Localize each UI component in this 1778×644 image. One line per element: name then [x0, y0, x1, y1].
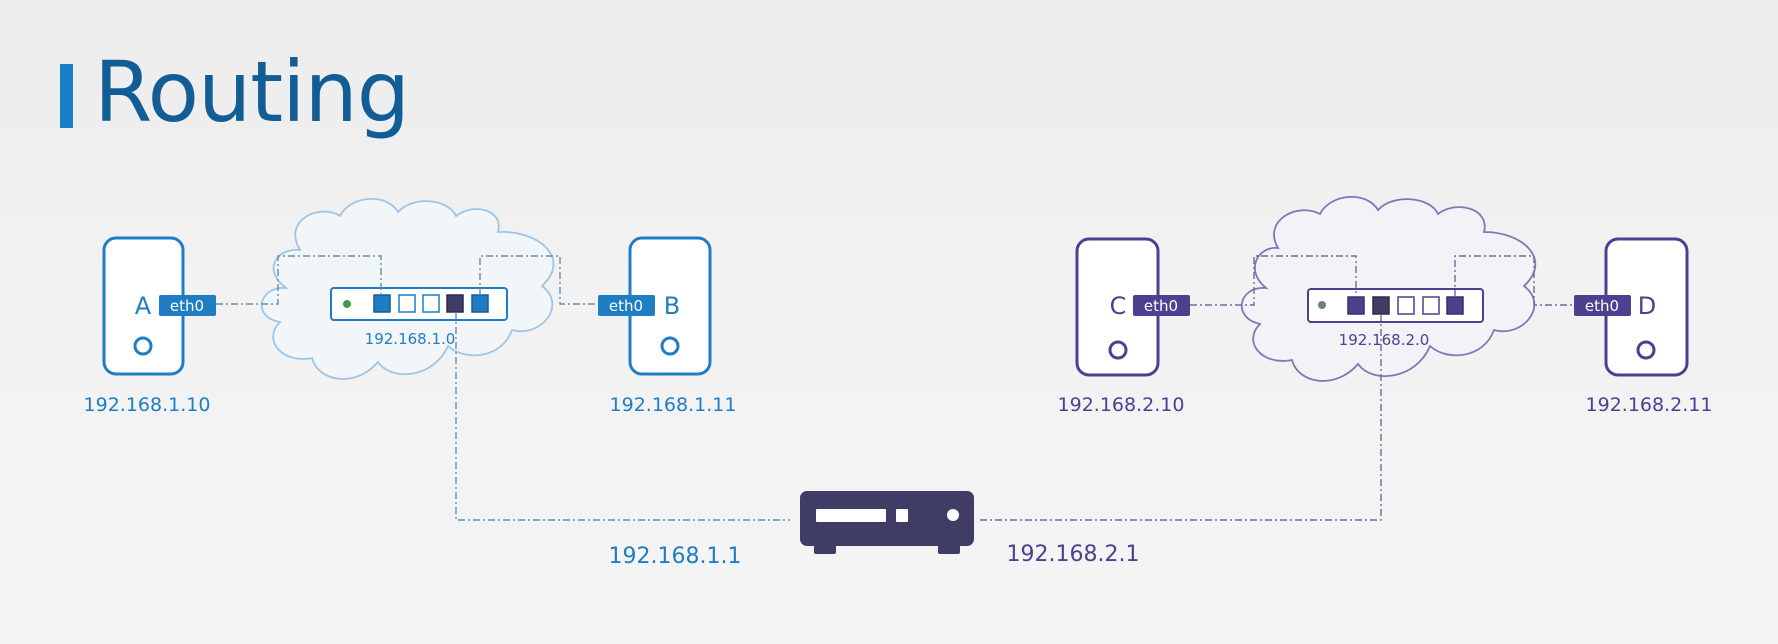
host-c[interactable]: C eth0 192.168.2.10 — [1058, 237, 1190, 416]
host-b[interactable]: B eth0 192.168.1.11 — [598, 236, 737, 416]
host-a-ip: 192.168.1.10 — [84, 394, 211, 416]
power-button-icon — [1108, 340, 1128, 360]
router-ip-network-1: 192.168.1.1 — [609, 544, 742, 569]
host-c-ip: 192.168.2.10 — [1058, 394, 1185, 416]
network-2-links — [980, 255, 1574, 521]
network-2: 192.168.2.0 C eth0 192.168.2.10 D — [980, 196, 1713, 521]
router[interactable]: 192.168.1.1 192.168.2.1 — [609, 491, 1140, 569]
router-ip-network-2: 192.168.2.1 — [1007, 542, 1140, 567]
title-accent-bar — [60, 64, 73, 128]
network-1-address: 192.168.1.0 — [365, 330, 456, 348]
host-a-name: A — [135, 292, 152, 320]
host-d-name: D — [1638, 292, 1656, 320]
host-d-ip: 192.168.2.11 — [1586, 394, 1713, 416]
host-c-interface: eth0 — [1144, 297, 1178, 315]
network-1: 192.168.1.0 A eth0 192.168.1.10 B — [84, 198, 790, 521]
network-2-address: 192.168.2.0 — [1339, 331, 1430, 349]
host-c-name: C — [1110, 292, 1127, 320]
router-icon — [800, 491, 974, 554]
power-button-icon — [1636, 340, 1656, 360]
power-button-icon — [660, 336, 680, 356]
host-b-ip: 192.168.1.11 — [610, 394, 737, 416]
host-b-eth0-tag — [598, 295, 655, 316]
network-2-switch — [1307, 288, 1484, 323]
power-button-icon — [133, 336, 153, 356]
host-c-eth0-tag — [1133, 295, 1190, 316]
host-b-interface: eth0 — [609, 297, 643, 315]
switch-status-led — [343, 300, 351, 308]
host-d-interface: eth0 — [1585, 297, 1619, 315]
host-d[interactable]: D eth0 192.168.2.11 — [1574, 237, 1713, 416]
host-d-eth0-tag — [1574, 295, 1631, 316]
network-1-switch — [330, 287, 508, 321]
host-b-name: B — [664, 292, 680, 320]
network-1-links — [216, 255, 790, 521]
switch-status-led — [1318, 301, 1326, 309]
host-a-eth0-tag — [159, 295, 216, 316]
host-a-interface: eth0 — [170, 297, 204, 315]
host-a[interactable]: A eth0 192.168.1.10 — [84, 236, 216, 416]
page-title: Routing — [94, 43, 410, 141]
